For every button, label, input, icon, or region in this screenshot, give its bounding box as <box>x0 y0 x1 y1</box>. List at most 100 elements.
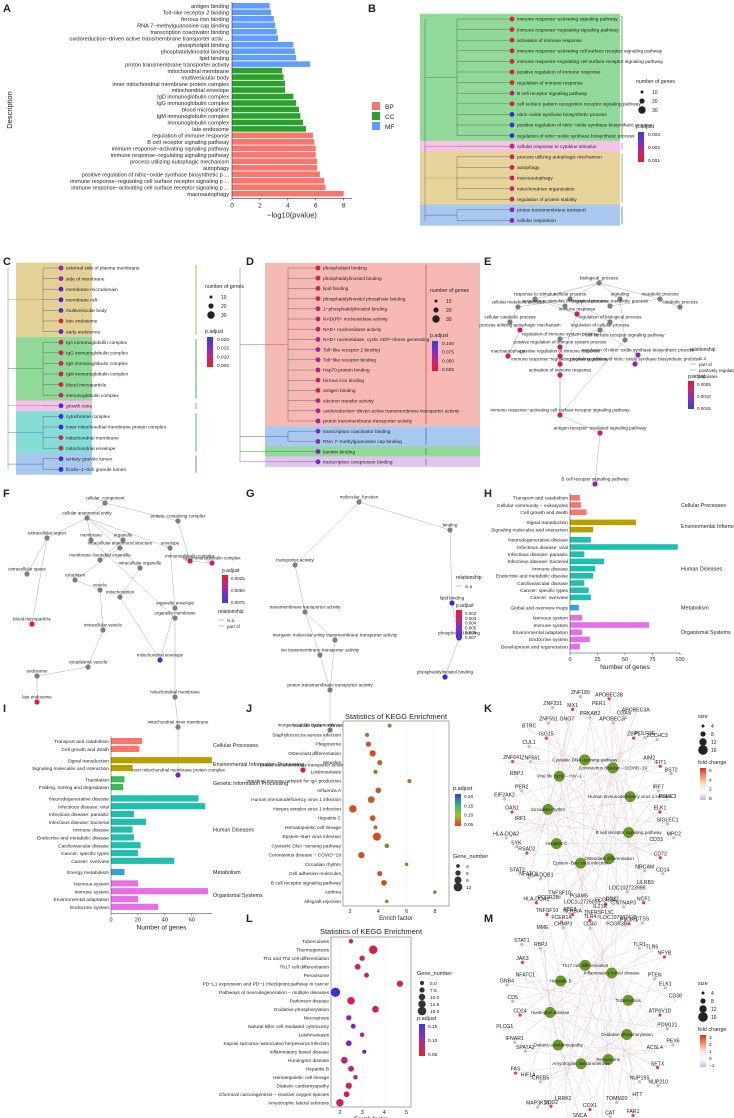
panel-letter-M: M <box>484 913 493 925</box>
graph-node-label: mitochondrial envelope <box>137 652 184 657</box>
colorbar-label-L: 0.15 <box>428 1024 438 1030</box>
colorbar-label: 0.050 <box>442 358 454 364</box>
gene-label: PDM121 <box>657 1022 677 1028</box>
gene-node <box>673 998 677 1002</box>
legend-label-A: CC <box>385 114 395 121</box>
legend-size-dot-J <box>454 876 462 884</box>
graph-edge <box>294 501 360 566</box>
gene-node <box>518 1013 522 1017</box>
graph-node-label: phosphatidylinositol binding <box>417 669 474 674</box>
legend-size-label: 30 <box>446 317 452 323</box>
pathway-node <box>603 853 615 865</box>
term-dot <box>58 382 64 387</box>
category-label-I: Immune system <box>74 889 109 895</box>
network-edge <box>512 761 613 769</box>
tick-label-A: lipid binding <box>199 56 229 62</box>
term-label: immune response−regulating signaling pat… <box>517 27 619 33</box>
network-edge <box>612 766 661 769</box>
graph-node <box>677 304 683 310</box>
bar-A <box>232 171 320 178</box>
legend-size-label: 20 <box>652 99 658 105</box>
gene-node <box>662 955 667 959</box>
network-edge <box>530 761 610 859</box>
colorbar-label: 0.0025 <box>231 576 245 581</box>
pathway-label-J: Hepatitis C <box>318 816 342 822</box>
network-edge <box>526 852 610 859</box>
term-label: phosphatidylinositol binding <box>323 276 382 282</box>
term-label: growth cone <box>66 404 92 410</box>
tick-label-A: immune response−activating signaling pat… <box>112 147 230 153</box>
gene-label: CUL1 <box>522 740 535 746</box>
network-edge <box>550 972 612 1107</box>
category-label-I: Signaling molecules and interaction <box>32 766 109 772</box>
cluster-band <box>265 456 480 467</box>
graph-node <box>24 571 30 577</box>
legend-size-dot <box>434 299 438 303</box>
category-label-I: Nervous system <box>74 882 109 888</box>
graph-node <box>97 557 103 563</box>
category-label-H: Infectious disease: parasitic <box>508 552 569 558</box>
graph-colorbar-title: p.adjust <box>456 603 474 609</box>
term-dot <box>315 347 321 352</box>
legend-size-label: 8 <box>711 999 714 1005</box>
tick-label-A: proton transmembrane transporter activit… <box>125 62 229 68</box>
network-edge <box>515 972 612 1074</box>
term-label: cell surface pattern recognition recepto… <box>517 102 641 108</box>
term-dot <box>509 122 515 128</box>
graph-legend-label: regulates <box>699 374 718 379</box>
colorbar-label: 1 <box>709 1049 712 1055</box>
graph-edge <box>559 339 626 416</box>
bar-H <box>570 636 590 643</box>
gene-node <box>635 1096 640 1101</box>
tick-label-A: phospholipid binding <box>178 43 229 49</box>
legend-title-color: p.adjust <box>636 124 655 130</box>
legend-size-dot-L <box>417 1006 427 1016</box>
graph-edge <box>534 298 566 307</box>
network-edge <box>546 738 629 833</box>
gene-label: RSAD2 <box>518 847 535 853</box>
bar-H <box>570 565 596 572</box>
legend-title-size: number of genes <box>205 284 244 290</box>
network-edge <box>536 767 613 903</box>
gene-label: CHMP3 <box>554 921 572 927</box>
network-edge <box>550 987 666 1013</box>
network-edge <box>516 767 613 847</box>
pathway-label: Peroxisome <box>596 1057 620 1062</box>
graph-node-label: extracellular region <box>28 530 67 535</box>
pathway-node <box>623 826 635 838</box>
network-edge <box>521 944 582 1064</box>
gene-label: AIM2 <box>643 755 655 761</box>
graph-node-label: envelope <box>161 540 180 545</box>
gene-node <box>654 841 658 845</box>
bar-I <box>111 888 208 895</box>
network-edge <box>521 790 557 844</box>
bubble-J <box>349 805 357 813</box>
colorbar <box>207 337 213 367</box>
gene-node <box>578 695 582 699</box>
network-edge <box>608 978 655 1060</box>
network-edge <box>566 722 610 859</box>
network-edge <box>628 956 665 1001</box>
network-edge <box>605 858 610 905</box>
graph-node <box>607 303 613 309</box>
bar-I <box>111 818 147 825</box>
graph-node-label: mitochondrion <box>106 589 135 594</box>
network-edge <box>522 962 551 1013</box>
graph-node-label: positive regulation of immune system pro… <box>514 339 608 344</box>
gene-label: MAP3K10 <box>526 1101 549 1107</box>
network-edge <box>516 809 549 847</box>
group-label-H: Cellular Processes <box>681 503 726 509</box>
graph-node <box>84 515 90 521</box>
term-label: B cell receptor signaling pathway <box>517 91 588 97</box>
graph-node <box>567 296 573 302</box>
bubble-L <box>347 996 355 1005</box>
gene-node <box>505 983 509 987</box>
gene-node <box>546 721 551 725</box>
gene-node <box>510 760 515 764</box>
legend-size-label-L: 7.5 <box>430 988 437 994</box>
graph-node <box>356 499 362 505</box>
bar-A <box>232 15 274 22</box>
term-label: blood microparticle <box>66 382 107 388</box>
network-edge <box>601 973 612 1118</box>
graph-node <box>175 772 181 778</box>
